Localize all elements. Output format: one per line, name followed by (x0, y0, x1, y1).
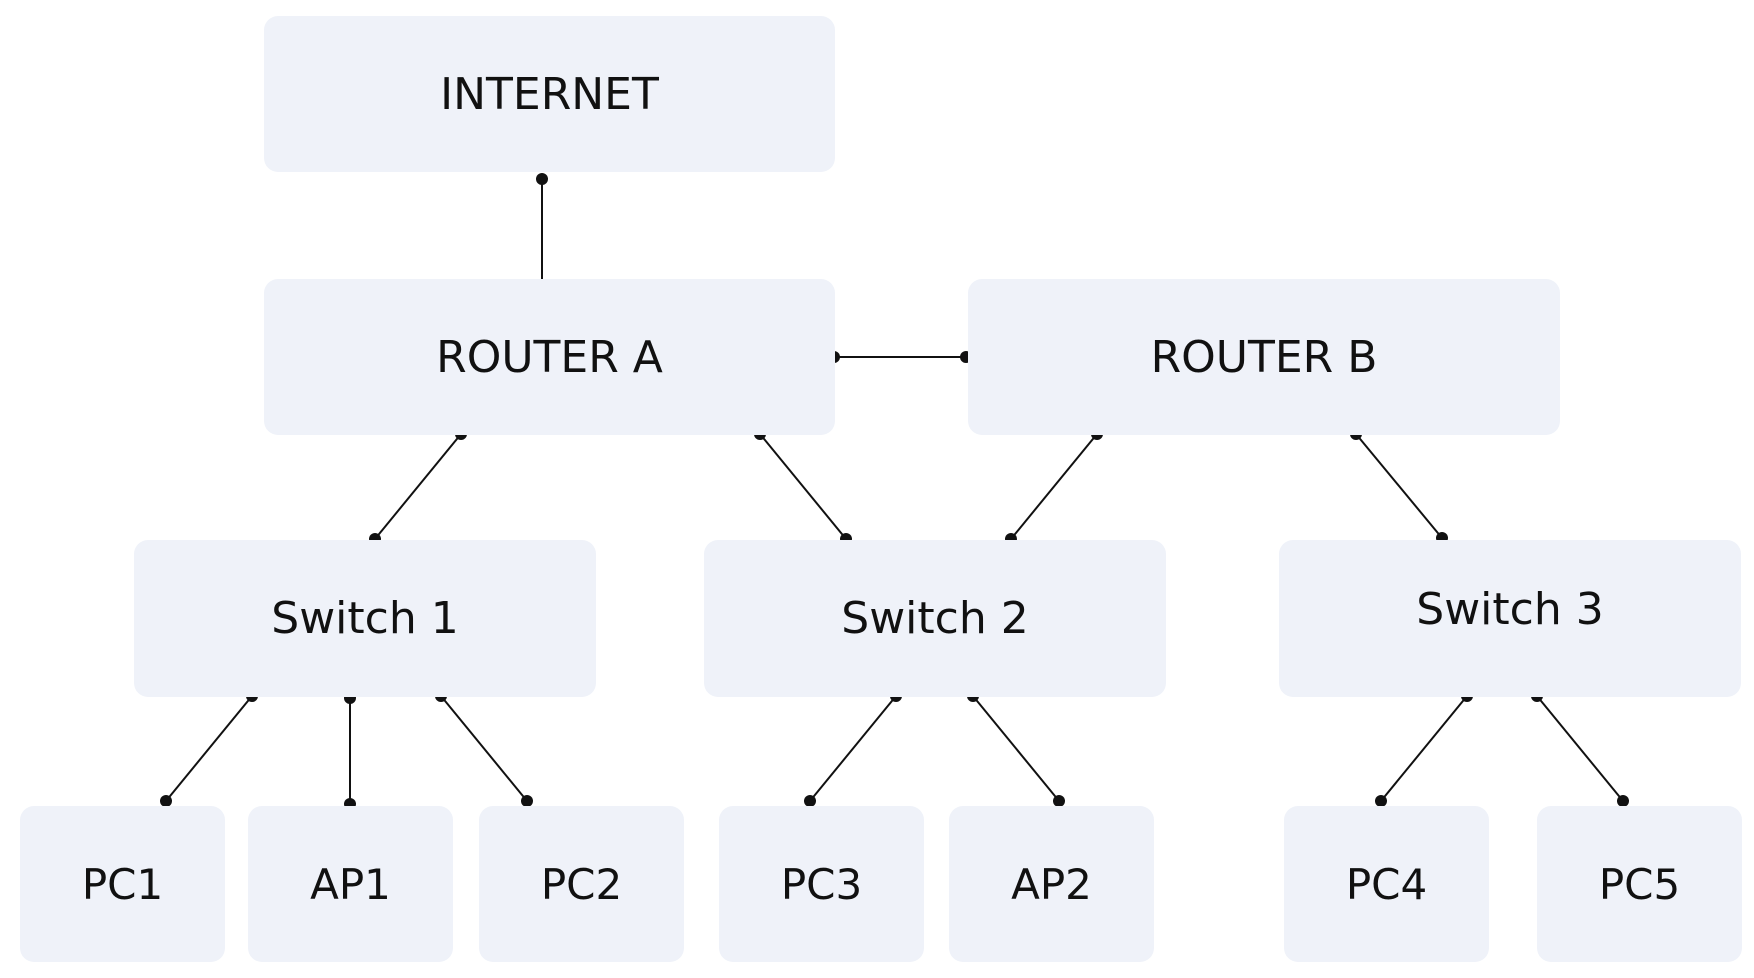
node-internet: INTERNET (264, 16, 835, 172)
link-switch-3-pc4 (1375, 690, 1473, 807)
link-router-b-switch-3 (1350, 428, 1448, 544)
node-ap1: AP1 (248, 806, 453, 962)
node-switch-2-label: Switch 2 (841, 593, 1029, 644)
node-pc3-label: PC3 (780, 859, 863, 909)
node-pc4: PC4 (1284, 806, 1489, 962)
node-router-b: ROUTER B (968, 279, 1560, 435)
node-router-b-label: ROUTER B (1150, 331, 1378, 383)
node-pc4-label: PC4 (1345, 859, 1428, 909)
node-pc1-label: PC1 (81, 859, 164, 909)
node-pc5-label: PC5 (1598, 859, 1681, 909)
link-router-a-switch-1 (369, 428, 467, 545)
node-switch-1-label: Switch 1 (271, 593, 459, 644)
node-router-a-label: ROUTER A (436, 331, 663, 383)
link-router-a-switch-2 (754, 428, 852, 545)
node-internet-label: INTERNET (440, 68, 659, 120)
link-switch-2-ap2 (967, 690, 1065, 807)
node-pc2: PC2 (479, 806, 684, 962)
node-switch-3: Switch 3 (1279, 540, 1741, 697)
link-router-b-switch-2 (1005, 428, 1103, 545)
link-router-a-router-b (828, 351, 972, 363)
link-switch-1-pc2 (435, 690, 533, 807)
link-internet-router-a (536, 173, 548, 291)
node-switch-3-label: Switch 3 (1416, 584, 1604, 635)
node-ap1-label: AP1 (310, 859, 391, 909)
node-pc3: PC3 (719, 806, 924, 962)
link-switch-1-pc1 (160, 690, 258, 807)
link-switch-1-ap1 (344, 692, 356, 810)
node-switch-1: Switch 1 (134, 540, 596, 697)
link-switch-3-pc5 (1531, 690, 1629, 807)
node-ap2: AP2 (949, 806, 1154, 962)
node-pc5: PC5 (1537, 806, 1742, 962)
node-router-a: ROUTER A (264, 279, 835, 435)
node-pc1: PC1 (20, 806, 225, 962)
link-switch-2-pc3 (804, 690, 902, 807)
node-switch-2: Switch 2 (704, 540, 1166, 697)
node-ap2-label: AP2 (1011, 859, 1092, 909)
node-pc2-label: PC2 (540, 859, 623, 909)
